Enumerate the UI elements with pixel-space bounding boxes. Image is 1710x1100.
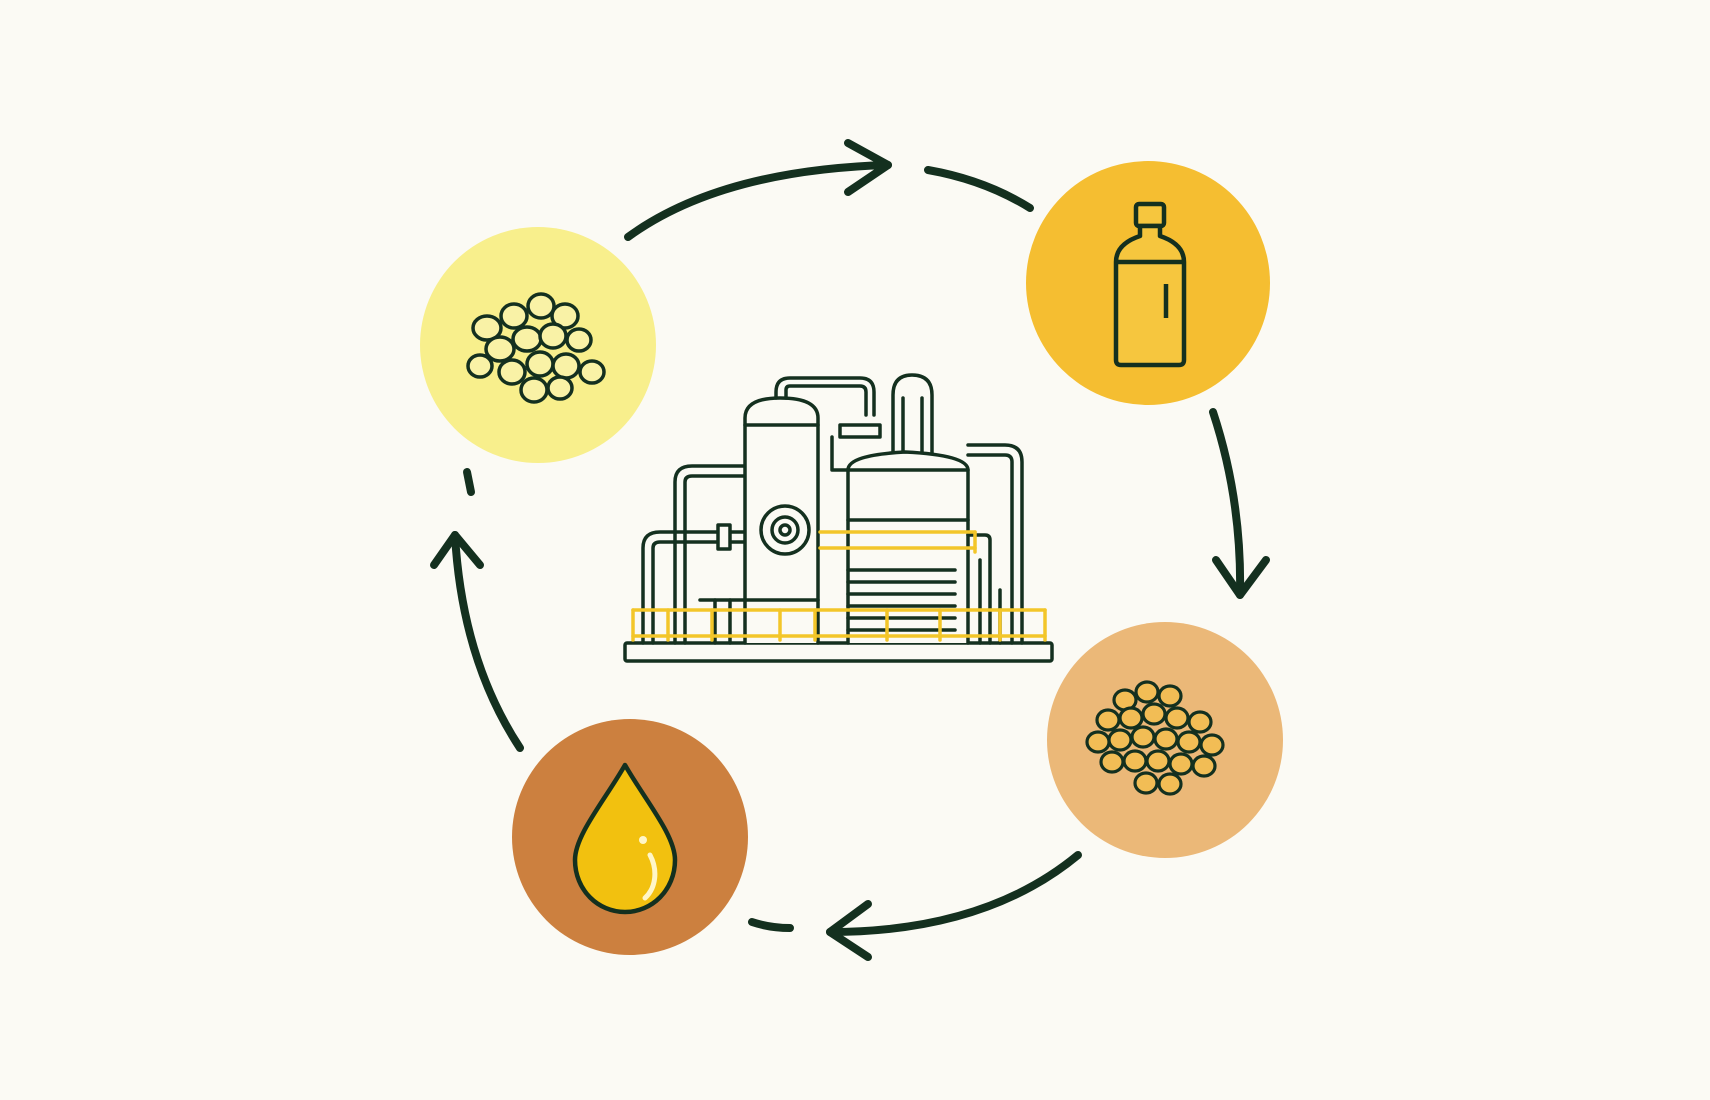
soybeans-icon [466,292,606,404]
oil-drop-icon [572,762,678,915]
factory-railing [631,530,1047,642]
factory-icon [623,373,1054,663]
arrow-bottle-to-meal [1209,408,1270,599]
arrow-soybeans-to-bottle [624,139,1034,241]
node-soybeans [420,227,656,463]
bottle-icon [1113,201,1187,368]
node-bottle [1026,161,1270,405]
node-meal [1047,622,1283,858]
soy-meal-icon [1085,680,1225,796]
arrow-meal-to-oil [748,851,1082,961]
arrow-oil-to-soybeans [430,468,524,752]
node-oil [512,719,748,955]
